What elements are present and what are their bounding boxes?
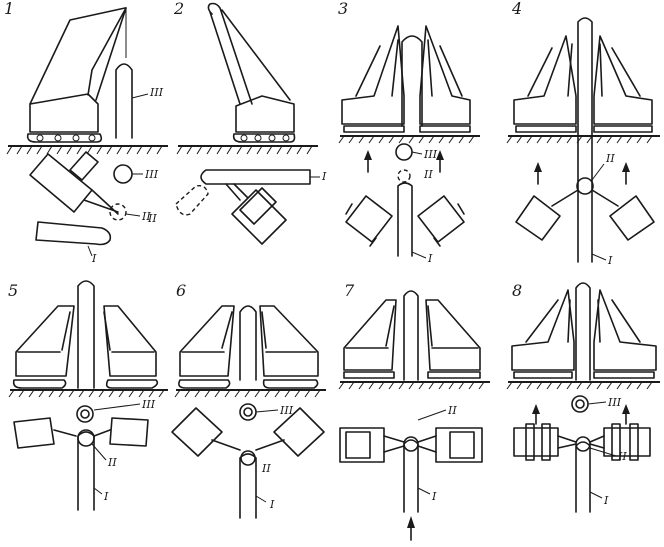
- support-5: [77, 429, 95, 447]
- label-column-8: III: [607, 396, 622, 409]
- ground-1: [6, 145, 168, 155]
- panel-number-2: 2: [173, 0, 184, 18]
- panel-7: 7 II I: [338, 281, 490, 541]
- twin-cranes-5: [12, 305, 159, 389]
- ground-7: [338, 381, 490, 390]
- crawler-crane-1: [26, 7, 127, 143]
- support-8: [575, 436, 591, 452]
- label-support-2: II: [147, 212, 157, 225]
- pipe-3: [397, 182, 413, 257]
- panel-4: 4 II I: [506, 0, 660, 267]
- support-3: [397, 169, 411, 183]
- panel-number-5: 5: [8, 281, 18, 300]
- label-support-6: II: [261, 462, 271, 475]
- label-support-4: II: [605, 152, 615, 165]
- label-column-1: III: [149, 86, 164, 99]
- ground-4: [506, 135, 660, 144]
- label-support-3: II: [423, 168, 433, 181]
- label-pipe-2: I: [321, 170, 327, 183]
- ground-6: [174, 389, 326, 398]
- twin-cranes-7: [343, 299, 481, 379]
- crane-plan-6: [171, 407, 325, 457]
- column-1: [115, 63, 133, 139]
- support-6: [240, 450, 256, 466]
- panel-8: 8 III II I: [506, 281, 660, 513]
- crane-plan-5: [13, 417, 149, 449]
- pipe-1: [35, 221, 112, 246]
- label-pipe-7: I: [431, 490, 437, 503]
- support-7: [403, 436, 419, 452]
- twin-cranes-8: [511, 289, 657, 379]
- ground-3: [338, 135, 480, 144]
- twin-cranes-6: [178, 305, 319, 389]
- panel-number-4: 4: [511, 0, 522, 18]
- support-2: [175, 184, 209, 216]
- label-support-7: II: [447, 404, 457, 417]
- pipe-6: [239, 453, 257, 519]
- column-3: [401, 35, 423, 127]
- panel-number-8: 8: [512, 281, 522, 300]
- label-support-8: II: [617, 450, 627, 463]
- twin-cranes-4: [513, 35, 653, 133]
- pipe-8: [575, 441, 591, 513]
- panel-number-3: 3: [338, 0, 348, 18]
- label-column-plan-1: III: [144, 168, 159, 181]
- column-8: [575, 282, 591, 381]
- panel-number-7: 7: [344, 281, 355, 300]
- column-5: [77, 280, 95, 389]
- column-plan-1: [113, 164, 133, 184]
- label-pipe-8: I: [603, 494, 609, 507]
- column-4: [577, 17, 593, 263]
- label-support-5: II: [107, 456, 117, 469]
- column-plan-5: [76, 405, 94, 423]
- crane-plan-2: [231, 189, 287, 245]
- panel-number-1: 1: [4, 0, 14, 18]
- column-6: [239, 305, 257, 381]
- panel-6: 6 III II I: [171, 281, 326, 519]
- column-plan-6: [239, 403, 257, 421]
- column-plan-3: [395, 143, 413, 161]
- crane-plan-1: [29, 151, 119, 215]
- panel-number-6: 6: [176, 281, 186, 300]
- label-pipe-1: I: [91, 252, 97, 265]
- ground-2: [176, 145, 318, 155]
- crane-plan-3: [345, 195, 465, 247]
- label-support-1: II: [141, 210, 151, 223]
- pipe-2: [200, 169, 311, 185]
- twin-cranes-3: [341, 25, 471, 133]
- label-pipe-3: I: [427, 252, 433, 265]
- column-plan-4: [576, 177, 594, 195]
- panel-2: 2 I II: [147, 0, 327, 245]
- ground-8: [506, 381, 660, 390]
- label-pipe-6: I: [269, 498, 275, 511]
- column-plan-8: [571, 395, 589, 413]
- panel-5: 5 III II I: [8, 280, 168, 511]
- label-pipe-5: I: [103, 490, 109, 503]
- label-column-6: III: [279, 404, 294, 417]
- crane-plan-7: [339, 427, 483, 463]
- label-column-5: III: [141, 398, 156, 411]
- ground-5: [8, 389, 168, 398]
- crawler-crane-2: [207, 2, 296, 143]
- column-7: [403, 290, 419, 381]
- crane-plan-8: [513, 423, 651, 461]
- crane-plan-4: [515, 189, 655, 241]
- label-column-3: III: [423, 148, 438, 161]
- panel-3: 3 III II I: [338, 0, 480, 265]
- support-1: [109, 203, 127, 221]
- panel-1: 1 III III II: [4, 0, 168, 265]
- label-pipe-4: I: [607, 254, 613, 267]
